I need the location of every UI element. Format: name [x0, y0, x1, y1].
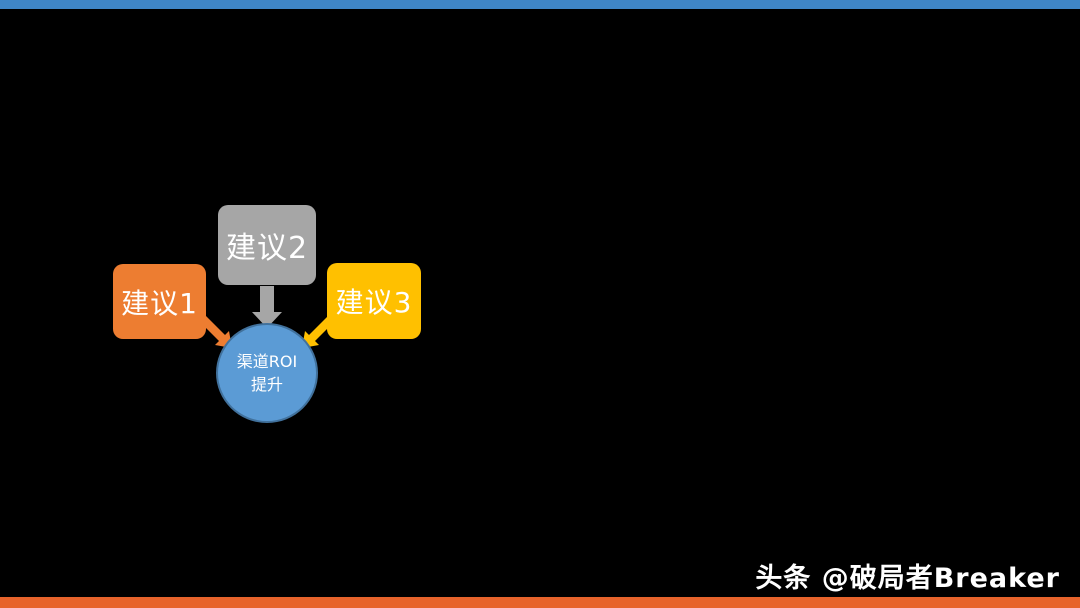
roi-circle-line1: 渠道ROI — [236, 351, 298, 371]
watermark-text: 头条 @破局者Breaker — [755, 563, 1060, 594]
suggestion-1-label: 建议1 — [121, 286, 198, 320]
roi-goal-circle: 渠道ROI 提升 — [216, 323, 318, 423]
suggestion-2-box: 建议2 — [218, 205, 316, 285]
roi-diagram: 建议1 建议2 建议3 渠道ROI 提升 — [0, 0, 520, 470]
down-arrow-icon — [252, 286, 282, 328]
top-accent-bar — [0, 0, 1080, 9]
suggestion-1-box: 建议1 — [113, 264, 206, 339]
bottom-accent-bar — [0, 597, 1080, 608]
suggestion-2-label: 建议2 — [225, 231, 309, 266]
suggestion-3-label: 建议3 — [335, 286, 413, 319]
roi-circle-line2: 提升 — [250, 375, 283, 394]
suggestion-3-box: 建议3 — [327, 263, 421, 339]
